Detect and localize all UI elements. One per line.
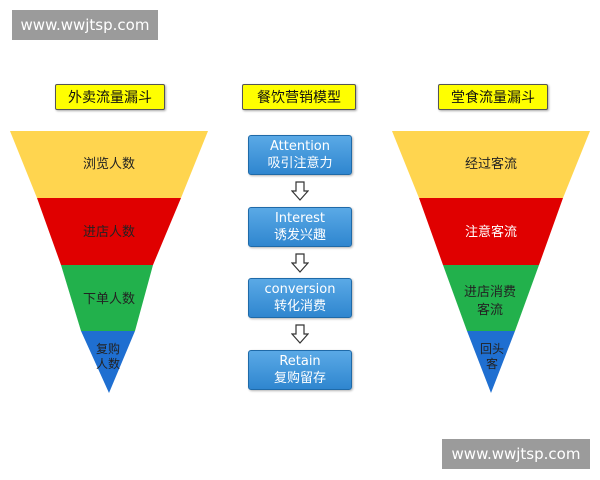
- down-arrow-icon: [291, 181, 309, 201]
- step-retain-zh: 复购留存: [273, 371, 326, 386]
- step-attention-en: Attention: [270, 139, 330, 154]
- right-layer-3-label: 进店消费客流: [463, 285, 516, 318]
- down-arrow-icon: [291, 253, 309, 273]
- left-funnel-title: 外卖流量漏斗: [55, 84, 165, 110]
- step-interest-en: Interest: [274, 211, 326, 226]
- left-layer-1-shape: [10, 131, 208, 198]
- step-attention-zh: 吸引注意力: [267, 156, 333, 171]
- watermark-bottom: www.wwjtsp.com: [442, 439, 590, 469]
- right-layer-1-shape: [392, 131, 590, 198]
- left-layer-4-shape: [81, 331, 135, 393]
- right-layer-4-label: 回头客: [479, 342, 504, 371]
- left-layer-2-label: 进店人数: [82, 224, 135, 240]
- left-layer-1-label: 浏览人数: [82, 156, 135, 172]
- step-attention-box: Attention 吸引注意力: [248, 135, 352, 175]
- step-interest-box: Interest 诱发兴趣: [248, 207, 352, 247]
- watermark-top: www.wwjtsp.com: [12, 10, 158, 40]
- step-retain-box: Retain 复购留存: [248, 350, 352, 390]
- step-conversion-en: conversion: [264, 282, 336, 297]
- step-interest-zh: 诱发兴趣: [273, 228, 326, 243]
- right-funnel-title: 堂食流量漏斗: [438, 84, 548, 110]
- left-layer-4-label: 复购人数: [95, 342, 120, 371]
- right-layer-4-shape: [467, 331, 515, 393]
- down-arrow-icon: [291, 324, 309, 344]
- right-layer-1-label: 经过客流: [464, 156, 517, 172]
- center-model-title: 餐饮营销模型: [242, 84, 356, 110]
- right-layer-2-label: 注意客流: [464, 224, 517, 240]
- right-layer-2-shape: [419, 198, 563, 265]
- left-layer-3-shape: [61, 265, 153, 331]
- step-conversion-zh: 转化消费: [273, 299, 326, 314]
- left-layer-3-label: 下单人数: [82, 291, 135, 307]
- step-conversion-box: conversion 转化消费: [248, 278, 352, 318]
- left-layer-2-shape: [37, 198, 181, 265]
- right-layer-3-shape: [443, 265, 539, 331]
- step-retain-en: Retain: [279, 354, 321, 369]
